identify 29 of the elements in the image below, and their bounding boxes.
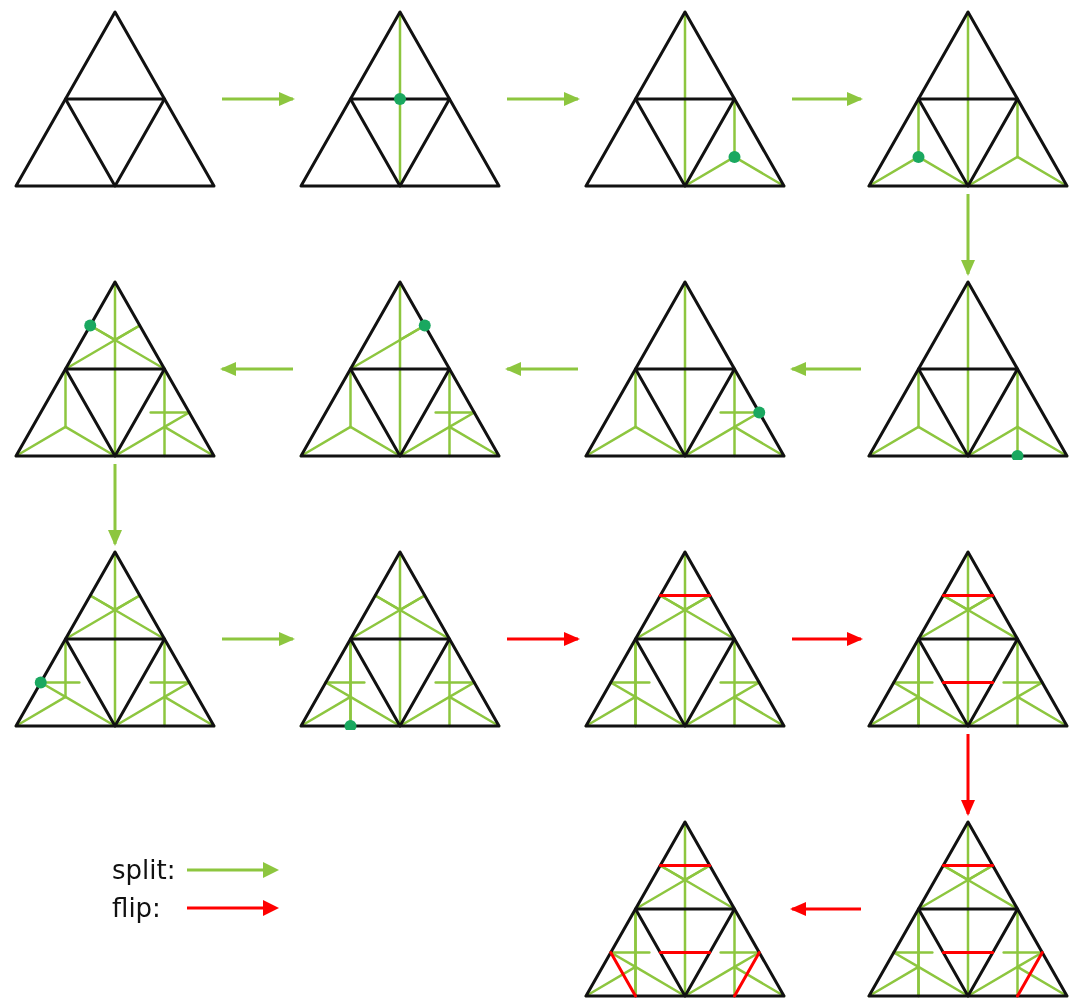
arrow <box>507 92 580 106</box>
arrow <box>790 902 861 916</box>
triangle-mesh-drawing <box>865 8 1071 190</box>
arrow <box>507 632 580 646</box>
arrow <box>108 464 122 546</box>
triangle-mesh-drawing <box>12 278 218 460</box>
arrow <box>961 194 975 276</box>
legend-label: split: <box>112 855 176 885</box>
triangle-mesh-drawing <box>865 278 1071 460</box>
triangle-mesh-drawing <box>865 818 1071 1000</box>
triangle-mesh-drawing <box>582 548 788 730</box>
arrow <box>790 362 861 376</box>
legend-label: flip: <box>112 893 162 923</box>
triangle-mesh-drawing <box>865 548 1071 730</box>
triangle-mesh-drawing <box>582 818 788 1000</box>
triangle-mesh-drawing <box>297 278 503 460</box>
arrow <box>961 734 975 816</box>
arrow <box>792 632 863 646</box>
arrow <box>220 362 293 376</box>
triangle-mesh-drawing <box>582 278 788 460</box>
triangle-mesh-drawing <box>582 8 788 190</box>
arrow <box>505 362 578 376</box>
triangle-mesh-drawing <box>12 548 218 730</box>
arrow <box>222 632 295 646</box>
triangle-mesh-drawing <box>12 8 218 190</box>
arrow <box>222 92 295 106</box>
triangle-mesh-drawing <box>297 8 503 190</box>
triangle-mesh-drawing <box>297 548 503 730</box>
arrow <box>792 92 863 106</box>
